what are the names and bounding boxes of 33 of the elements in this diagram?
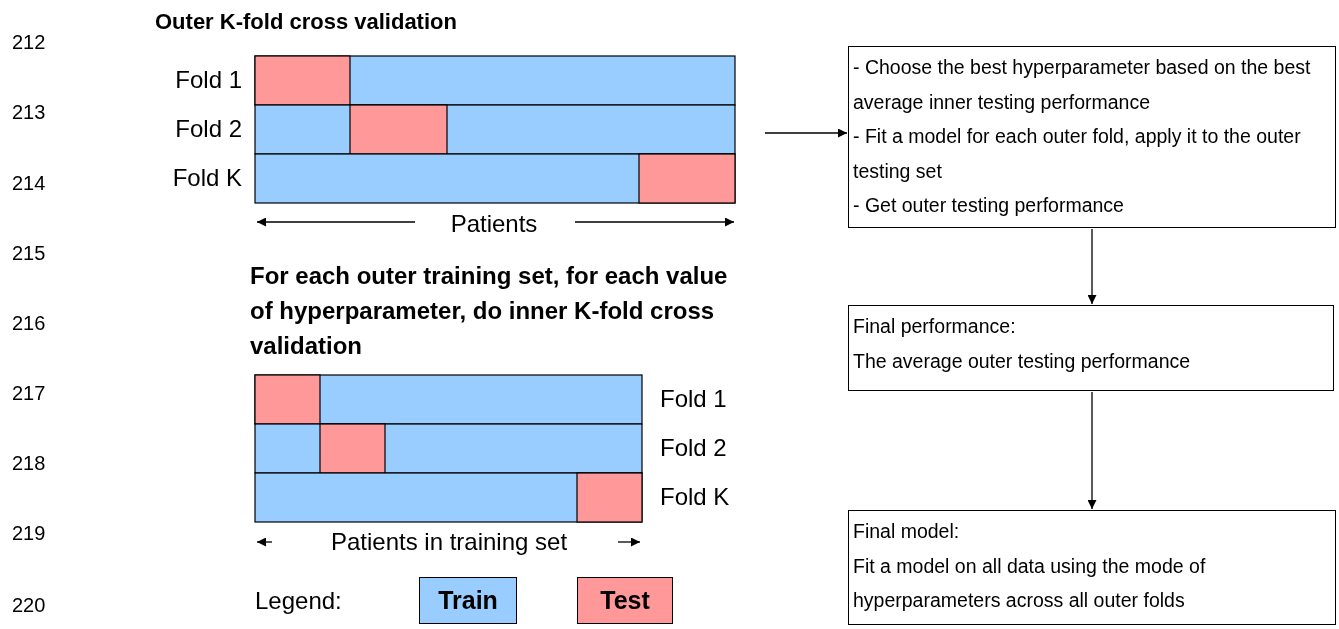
box-text: The average outer testing performance xyxy=(853,348,1192,374)
line-number: 218 xyxy=(12,453,46,473)
box-text: - Fit a model for each outer fold, apply it to the outer testing set xyxy=(853,124,1302,184)
arrow xyxy=(1087,391,1097,510)
heading: Outer K-fold cross validation xyxy=(155,11,457,33)
text-box xyxy=(848,510,1336,625)
arrow xyxy=(1087,228,1097,305)
line-number: 219 xyxy=(12,523,46,543)
line-number: 215 xyxy=(12,243,46,263)
text-label: Legend: xyxy=(255,589,342,613)
legend-swatch: Test xyxy=(577,577,673,624)
box-text: Final model: xyxy=(853,519,961,544)
text-box xyxy=(848,305,1334,391)
line-number: 220 xyxy=(12,595,46,615)
arrow xyxy=(764,128,848,138)
fold-label: Fold 1 xyxy=(175,68,242,92)
legend-swatch: Train xyxy=(419,577,517,624)
box-text: Final performance: xyxy=(853,314,1017,339)
fold-label: Fold 1 xyxy=(660,387,727,411)
fold-label: Fold K xyxy=(660,485,730,509)
box-text: - Choose the best hyperparameter based on the best average inner testing performance xyxy=(853,55,1312,115)
text-box xyxy=(848,46,1336,228)
line-number: 213 xyxy=(12,102,46,122)
box-text: Fit a model on all data using the mode of hyperparameters across all outer folds xyxy=(853,553,1207,613)
box-text: - Get outer testing performance xyxy=(853,193,1125,218)
fold-label: Fold 2 xyxy=(175,117,242,141)
line-number: 212 xyxy=(12,32,46,52)
heading: For each outer training set, for each value of hyperparameter, do inner K-fold cross validation xyxy=(250,261,729,361)
line-number: 217 xyxy=(12,383,46,403)
fold-label: Fold 2 xyxy=(660,436,727,460)
line-number: 216 xyxy=(12,313,46,333)
fold-label: Fold K xyxy=(172,166,242,190)
line-number: 214 xyxy=(12,173,46,193)
